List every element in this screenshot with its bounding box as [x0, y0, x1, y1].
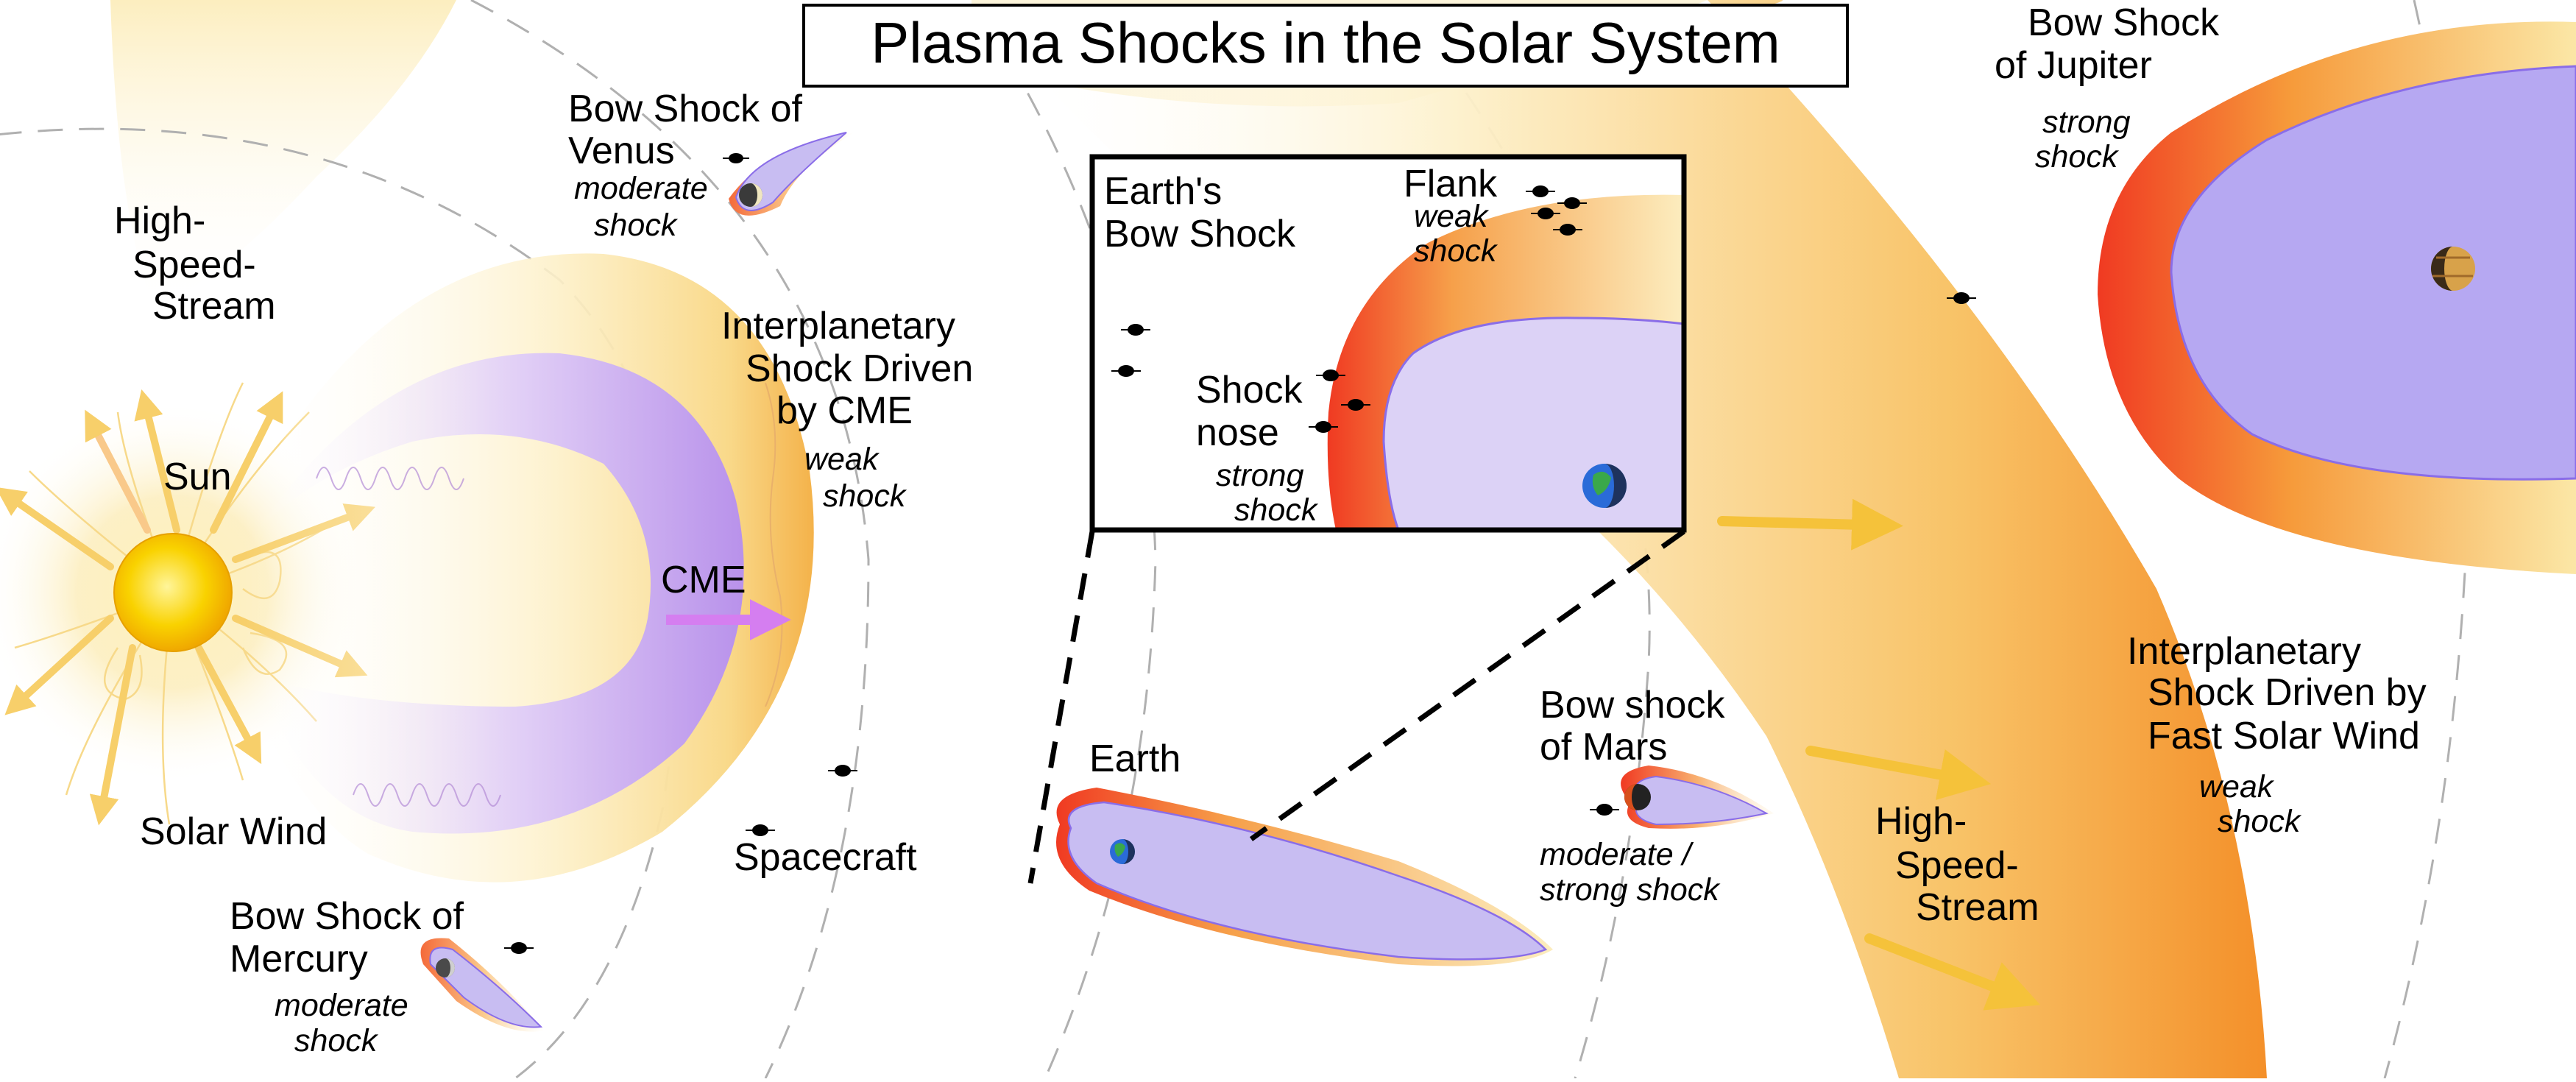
- page-title: Plasma Shocks in the Solar System: [871, 10, 1780, 75]
- mars-label-line2: of Mars: [1540, 726, 1667, 768]
- stream-arrows: [1717, 498, 2041, 1011]
- spacecraft-icon: [1531, 208, 1560, 219]
- venus-label-line2: Venus: [568, 130, 675, 172]
- fast-wind-shock-label-line2: Shock Driven by: [2148, 671, 2427, 714]
- shock-nose-label-line1: Shock: [1196, 369, 1303, 411]
- high-speed-stream-left-line1: High-: [114, 199, 205, 242]
- venus-label-line1: Bow Shock of: [568, 88, 802, 130]
- mercury-label-line2: Mercury: [230, 938, 368, 980]
- labels: High- Speed- Stream Sun Solar Wind CME S…: [114, 1, 2427, 980]
- earth-bow-shock-label-line1: Earth's: [1104, 170, 1222, 213]
- high-speed-stream-right-line2: Speed-: [1895, 844, 2019, 887]
- fast-wind-shock-label-line1: Interplanetary: [2127, 630, 2361, 673]
- jupiter-strength-line2: shock: [2035, 139, 2120, 174]
- fast-wind-strength-line2: shock: [2218, 804, 2302, 839]
- cme-shock-strength-line2: shock: [823, 478, 907, 514]
- spacecraft-icon: [1121, 324, 1150, 336]
- mercury-strength-line1: moderate: [275, 988, 408, 1023]
- title-box: [802, 4, 1849, 88]
- flank-strength-line2: shock: [1414, 233, 1498, 269]
- spacecraft-icon: [504, 942, 534, 954]
- spacecraft-icon: [1590, 804, 1619, 816]
- mars-group: [1621, 765, 1774, 829]
- fast-wind-shock-label-line3: Fast Solar Wind: [2148, 715, 2420, 757]
- flank-strength-line1: weak: [1414, 199, 1490, 234]
- jupiter-label-line2: of Jupiter: [1995, 44, 2152, 87]
- strength-labels: moderate shock moderate shock weak shock…: [275, 105, 2302, 1058]
- venus-group: [729, 132, 854, 216]
- inset-frame: [1089, 154, 1687, 533]
- earth-bow-shock-inset: [1089, 154, 1687, 533]
- jupiter-strength-line1: strong: [2042, 105, 2131, 140]
- spacecraft-icon: [1309, 421, 1338, 433]
- high-speed-stream-right-line1: High-: [1875, 800, 1967, 843]
- spacecraft-icon: [746, 824, 775, 836]
- mars-label-line1: Bow shock: [1540, 684, 1725, 726]
- spacecraft-icon: [1557, 197, 1587, 209]
- cme-label: CME: [661, 559, 746, 601]
- spacecraft-label: Spacecraft: [734, 836, 917, 879]
- mercury-label-line1: Bow Shock of: [230, 895, 464, 938]
- spacecraft-icon: [1947, 292, 1976, 304]
- shock-nose-strength-line2: shock: [1234, 492, 1319, 528]
- mercury-strength-line2: shock: [294, 1023, 379, 1058]
- solar-wind-label: Solar Wind: [140, 810, 327, 853]
- cme-flux-rope: [258, 353, 744, 834]
- mars-strength-line1: moderate /: [1540, 837, 1694, 872]
- venus-strength-line1: moderate: [574, 171, 708, 206]
- spacecraft-icon: [1553, 224, 1582, 236]
- mars-strength-line2: strong shock: [1540, 872, 1721, 908]
- spacecraft-icon: [828, 765, 857, 777]
- shock-nose-label-line2: nose: [1196, 411, 1279, 454]
- earth-group: [1056, 788, 1553, 966]
- sun-label: Sun: [163, 456, 232, 498]
- jupiter-group: [2098, 21, 2576, 575]
- earth-label: Earth: [1089, 738, 1181, 780]
- spacecraft-icon: [1526, 185, 1555, 197]
- cme-shock-strength-line1: weak: [804, 442, 880, 477]
- cme-shock-label-line3: by CME: [776, 389, 913, 432]
- high-speed-stream-left-line2: Speed-: [132, 244, 256, 286]
- cme-shock-label-line1: Interplanetary: [721, 305, 955, 347]
- high-speed-stream-left-line3: Stream: [152, 285, 276, 328]
- spacecraft-markers: [504, 153, 1976, 954]
- spacecraft-icon: [1316, 369, 1345, 381]
- cme-shock-label-line2: Shock Driven: [746, 347, 973, 390]
- jupiter-label-line1: Bow Shock: [2028, 1, 2220, 44]
- spacecraft-icon: [1341, 399, 1370, 411]
- high-speed-stream-right-line3: Stream: [1916, 886, 2039, 929]
- fast-wind-strength-line1: weak: [2199, 769, 2275, 805]
- cme-group: [243, 253, 814, 883]
- venus-strength-line2: shock: [594, 208, 679, 243]
- spacecraft-icon: [1111, 365, 1141, 377]
- zoom-lines: [1027, 529, 1686, 884]
- earth-bow-shock-label-line2: Bow Shock: [1104, 213, 1296, 255]
- sun-icon: [113, 533, 233, 652]
- flank-label: Flank: [1404, 163, 1498, 205]
- spacecraft-icon: [723, 153, 749, 163]
- shock-nose-strength-line1: strong: [1216, 458, 1304, 493]
- mercury-group: [420, 938, 545, 1032]
